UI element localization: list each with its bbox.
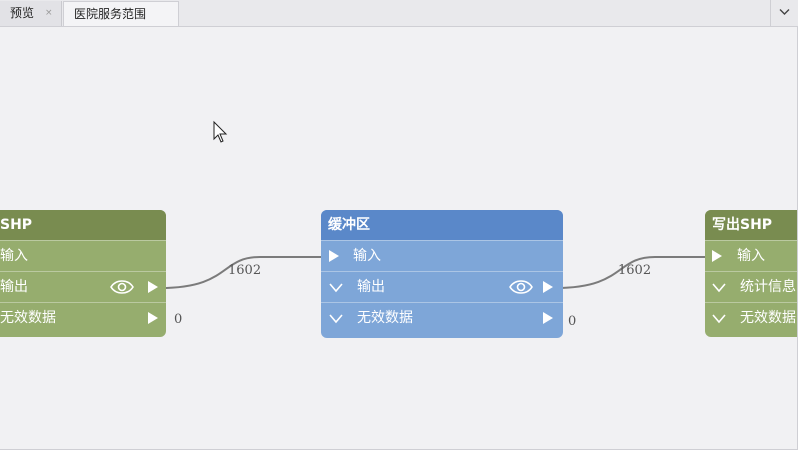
eye-icon[interactable] [110,278,134,296]
node-buffer-output-port[interactable]: 输出 [321,271,563,302]
port-label: 输入 [353,248,381,264]
node-reader-shp-invalid-port[interactable]: 无效数据 [0,302,166,333]
node-buffer[interactable]: 缓冲区 输入 输出 无效数据 [321,210,563,338]
node-reader-shp-title: SHP [0,217,33,233]
chevron-down-icon[interactable] [329,314,343,324]
port-label: 无效数据 [357,310,413,326]
play-icon[interactable] [543,312,553,324]
tab-preview-label: 预览 [10,6,35,20]
connection-count-buffer-to-writer: 1602 [618,263,652,278]
node-writer-shp-input-port[interactable]: 输入 [705,240,798,271]
node-writer-shp-stats-port[interactable]: 统计信息 [705,271,798,302]
play-icon[interactable] [148,281,158,293]
port-label: 统计信息 [740,279,796,295]
port-label: 输入 [0,248,28,264]
node-writer-shp-invalid-port[interactable]: 无效数据 [705,302,798,333]
chevron-down-icon [779,9,790,15]
invalid-count-buffer: 0 [568,314,577,329]
wire-buffer-to-writer[interactable] [554,256,708,289]
invalid-count-reader: 0 [174,312,183,327]
port-label: 输出 [0,279,28,295]
node-writer-shp[interactable]: 写出SHP 输入 统计信息 无效数据 [705,210,798,337]
port-label: 输出 [357,279,385,295]
wire-left-to-buffer[interactable] [159,256,322,289]
node-buffer-input-port[interactable]: 输入 [321,240,563,271]
tab-preview[interactable]: 预览 × [0,1,62,26]
play-icon[interactable] [148,312,158,324]
node-writer-shp-header[interactable]: 写出SHP [705,210,798,240]
tab-hospital-service-area-label: 医院服务范围 [74,7,147,21]
mouse-cursor-icon [213,120,228,143]
node-reader-shp[interactable]: SHP 输入 输出 无效数据 [0,210,166,337]
node-buffer-invalid-port[interactable]: 无效数据 [321,302,563,333]
tab-hospital-service-area[interactable]: 医院服务范围 [63,1,179,26]
play-icon[interactable] [543,281,553,293]
connection-wires [159,120,708,289]
chevron-down-icon[interactable] [329,283,343,293]
node-buffer-title: 缓冲区 [328,217,370,233]
node-reader-shp-header[interactable]: SHP [0,210,166,240]
node-writer-shp-title: 写出SHP [712,217,773,233]
node-reader-shp-input-port[interactable]: 输入 [0,240,166,271]
close-icon[interactable]: × [45,8,53,18]
port-label: 无效数据 [740,310,796,326]
play-icon[interactable] [329,250,339,262]
port-label: 无效数据 [0,310,56,326]
eye-icon[interactable] [509,278,533,296]
node-buffer-header[interactable]: 缓冲区 [321,210,563,240]
play-icon[interactable] [712,250,722,262]
tab-bar: 预览 × 医院服务范围 [0,0,798,27]
tab-list-dropdown-button[interactable] [770,0,798,26]
chevron-down-icon[interactable] [712,283,726,293]
chevron-down-icon[interactable] [712,314,726,324]
node-reader-shp-output-port[interactable]: 输出 [0,271,166,302]
connection-count-left-to-buffer: 1602 [228,263,262,278]
port-label: 输入 [737,248,765,264]
workflow-canvas[interactable]: SHP 输入 输出 无效数据 缓冲区 输入 [0,27,798,450]
